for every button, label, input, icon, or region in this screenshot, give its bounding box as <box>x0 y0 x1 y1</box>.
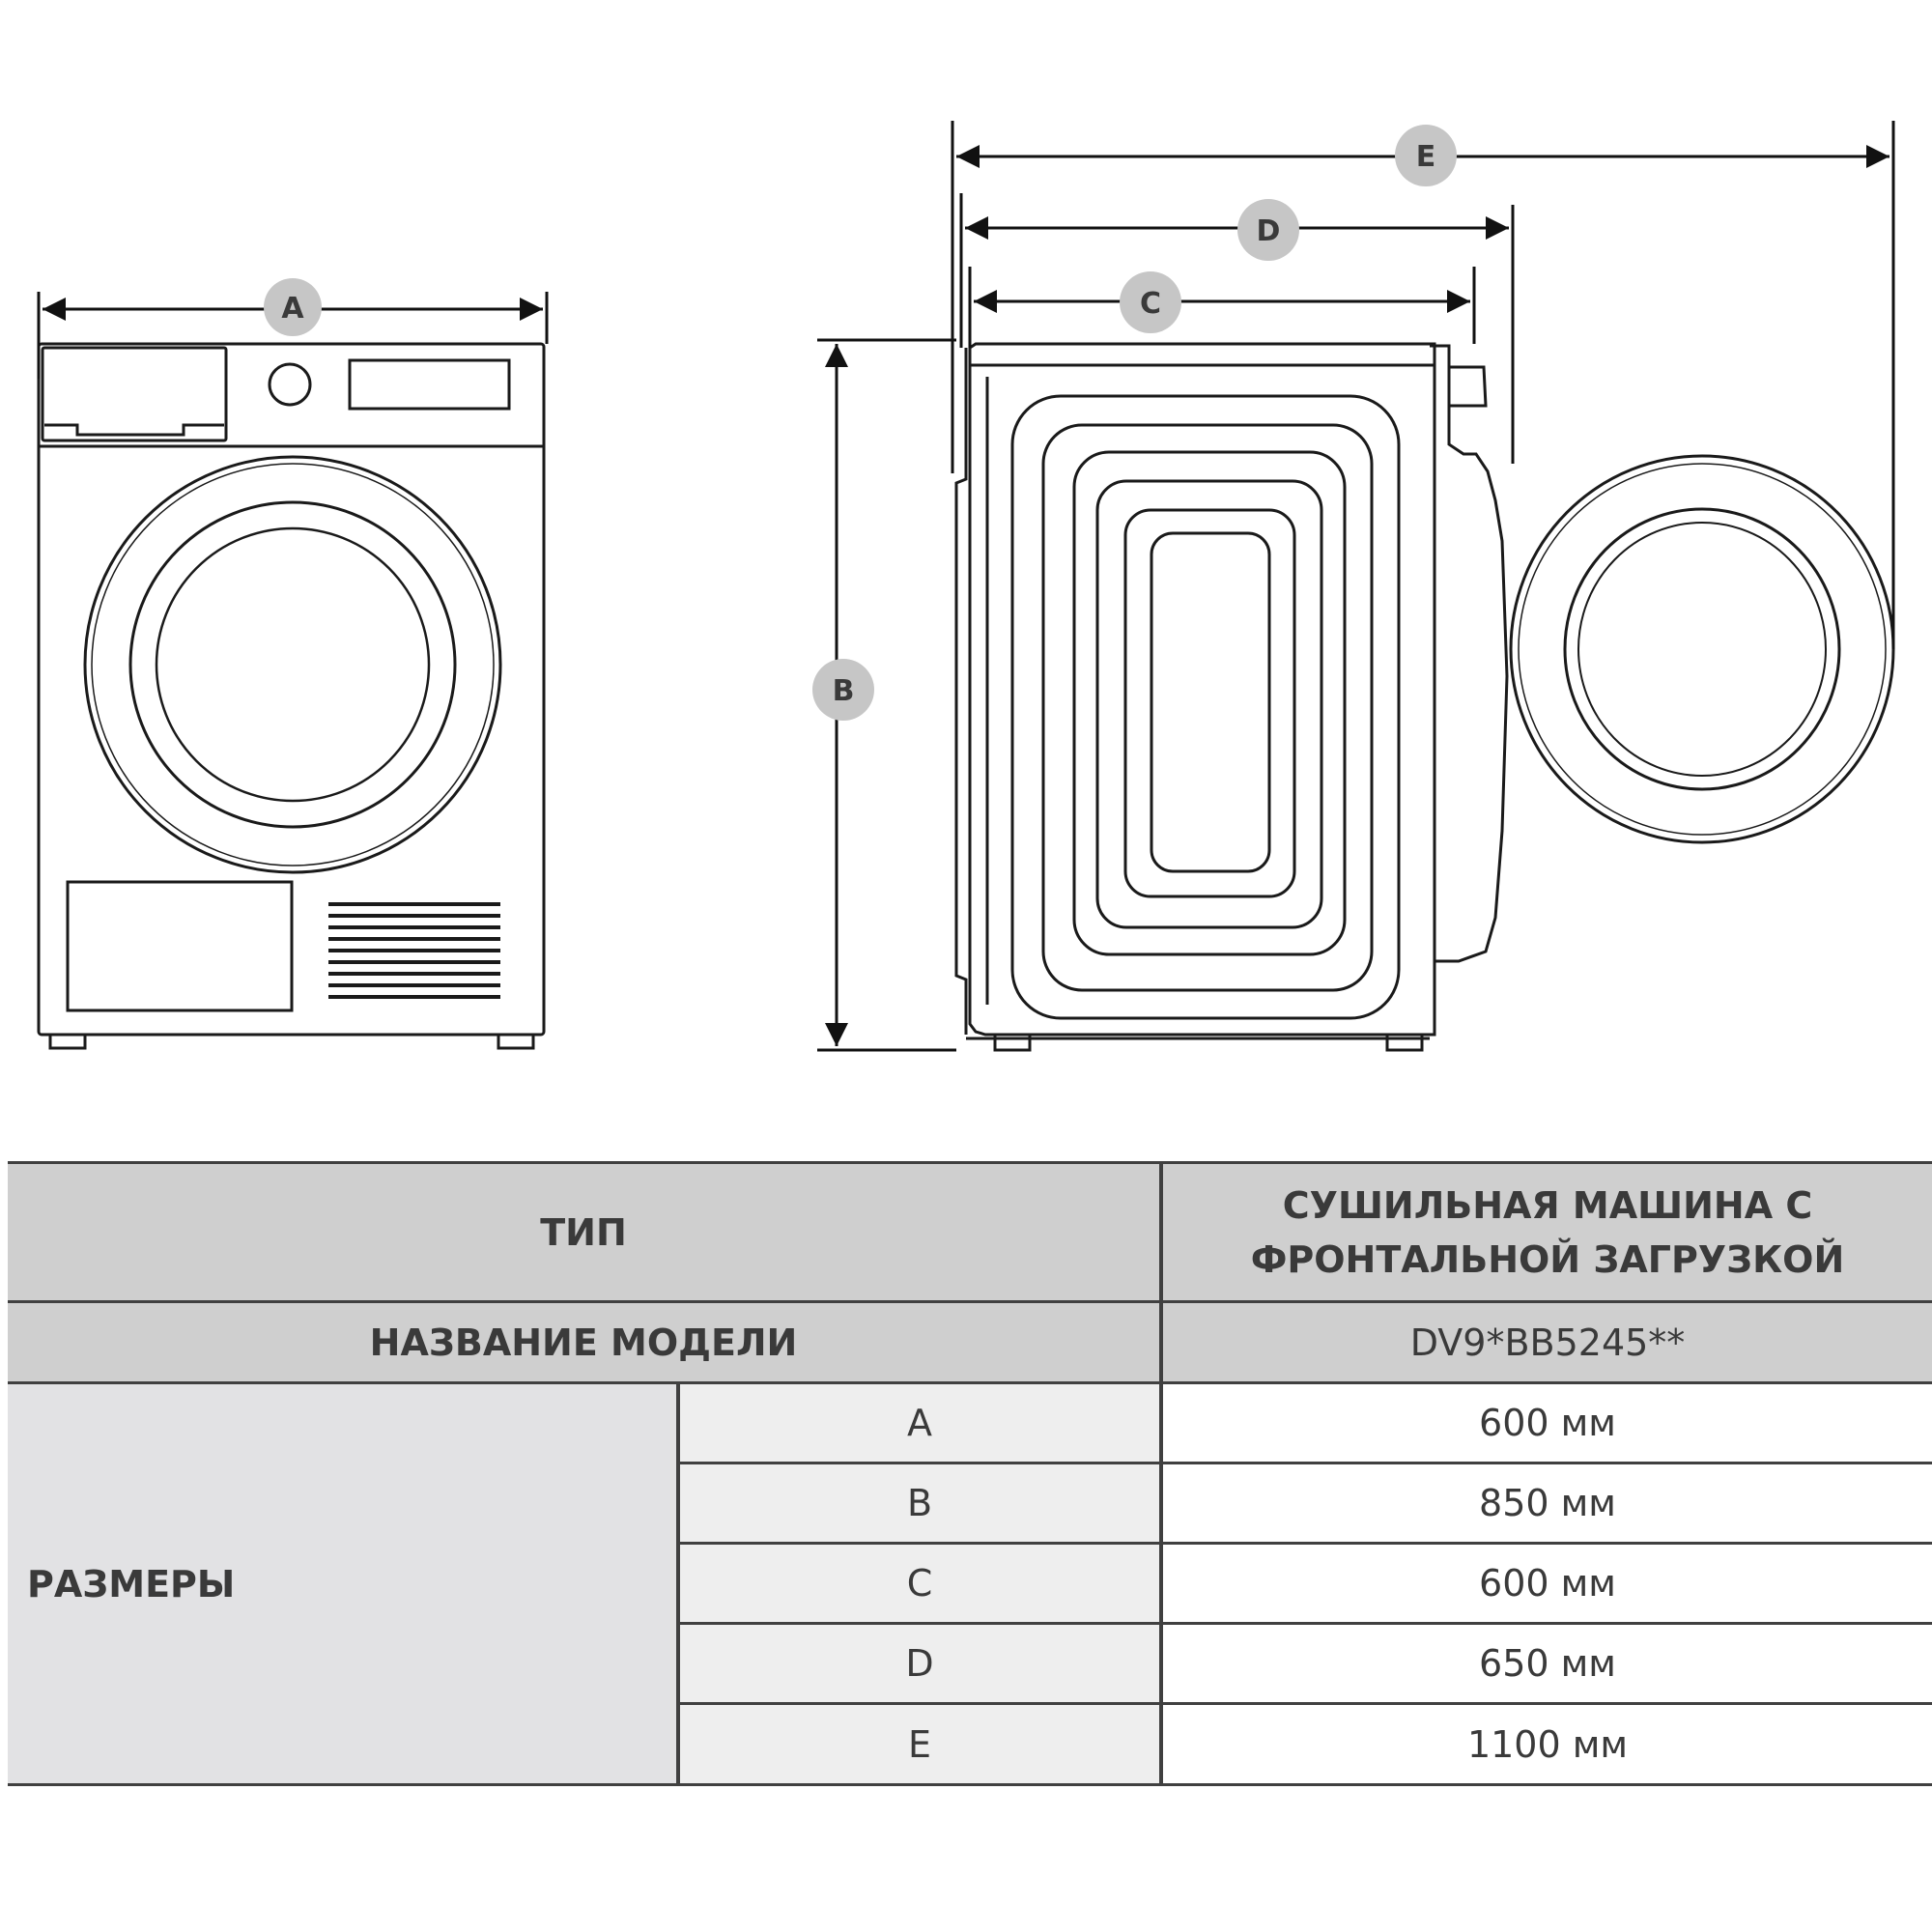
dimension-b-badge <box>812 659 874 721</box>
dimension-key: A <box>678 1381 1163 1464</box>
table-row: C 600 мм <box>8 1542 1932 1625</box>
dimension-d-letter: D <box>1257 214 1281 248</box>
dimension-d <box>959 193 1515 464</box>
type-value-line2: ФРОНТАЛЬНОЙ ЗАГРУЗКОЙ <box>1250 1237 1845 1281</box>
dimension-a-letter: A <box>281 292 304 326</box>
dimension-c <box>968 267 1476 348</box>
table-row: B 850 мм <box>8 1462 1932 1545</box>
front-view <box>37 342 546 1050</box>
dimension-b-letter: B <box>833 674 855 708</box>
table-row: РАЗМЕРЫ A 600 мм <box>8 1381 1932 1786</box>
dimension-value: 1100 мм <box>1161 1702 1932 1786</box>
dimension-value: 650 мм <box>1161 1622 1932 1705</box>
type-row: ТИП СУШИЛЬНАЯ МАШИНА С ФРОНТАЛЬНОЙ ЗАГРУ… <box>8 1161 1932 1303</box>
model-value: DV9*BB5245** <box>1161 1300 1932 1384</box>
door-outer <box>83 455 502 874</box>
dimension-c-badge <box>1120 271 1181 333</box>
dial-knob <box>268 362 312 407</box>
dimension-value: 600 мм <box>1161 1381 1932 1464</box>
dimension-e-badge <box>1395 125 1457 186</box>
dimension-e-letter: E <box>1416 140 1436 174</box>
dimension-key: D <box>678 1622 1163 1705</box>
dimension-e <box>951 121 1895 649</box>
type-value-line1: СУШИЛЬНАЯ МАШИНА С <box>1282 1183 1813 1227</box>
open-door <box>1509 454 1895 844</box>
type-label: ТИП <box>8 1161 1163 1303</box>
table-row: E 1100 мм <box>8 1702 1932 1786</box>
dimension-value: 850 мм <box>1161 1462 1932 1545</box>
dimension-a-badge <box>264 278 322 336</box>
dimension-key: E <box>678 1702 1163 1786</box>
spec-table: ТИП СУШИЛЬНАЯ МАШИНА С ФРОНТАЛЬНОЙ ЗАГРУ… <box>8 1161 1932 1786</box>
model-label: НАЗВАНИЕ МОДЕЛИ <box>8 1300 1163 1384</box>
dimension-c-letter: C <box>1140 287 1161 321</box>
model-row: НАЗВАНИЕ МОДЕЛИ DV9*BB5245** <box>8 1300 1932 1384</box>
dimension-diagram: A B <box>37 121 1895 1052</box>
dimensions-label: РАЗМЕРЫ <box>8 1381 680 1786</box>
dimension-d-badge <box>1237 199 1299 261</box>
type-value: СУШИЛЬНАЯ МАШИНА С ФРОНТАЛЬНОЙ ЗАГРУЗКОЙ <box>1161 1161 1932 1303</box>
dimension-key: B <box>678 1462 1163 1545</box>
control-display <box>348 358 511 411</box>
dimension-value: 600 мм <box>1161 1542 1932 1625</box>
lower-panel <box>66 880 294 1012</box>
table-row: D 650 мм <box>8 1622 1932 1705</box>
dimension-key: C <box>678 1542 1163 1625</box>
side-view <box>954 342 1509 1052</box>
vent-grille <box>328 902 500 999</box>
